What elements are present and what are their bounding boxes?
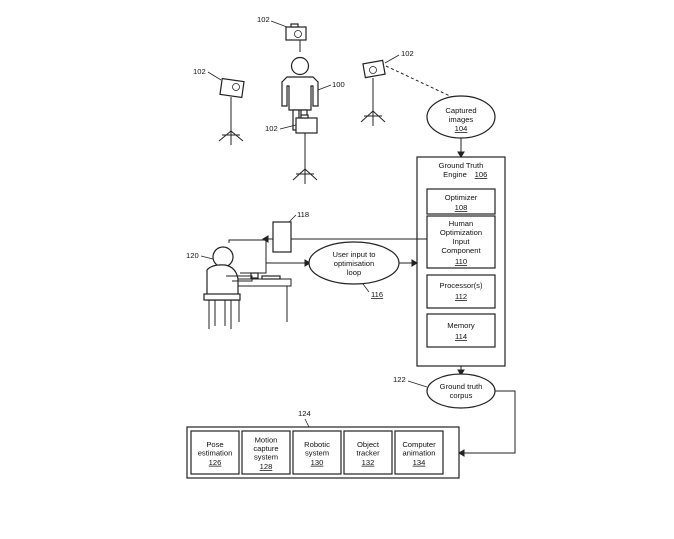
hoc-label-1: Human <box>449 219 473 228</box>
application-label: capture <box>253 444 278 453</box>
camera-right <box>360 59 386 126</box>
processor-label: Processor(s) <box>439 281 483 290</box>
processor-ref: 112 <box>455 292 467 301</box>
camera-top <box>285 23 307 52</box>
memory-label: Memory <box>447 321 475 330</box>
optimizer-box <box>426 188 496 215</box>
application-label: Robotic <box>304 440 330 449</box>
application-label: system <box>305 448 329 457</box>
application-ref: 126 <box>209 458 222 467</box>
engine-title-2: Engine <box>443 170 467 179</box>
camera-left-ref: 102 <box>193 67 206 76</box>
corpus-ref: 122 <box>393 375 406 384</box>
engine-ref: 106 <box>475 170 488 179</box>
application-ref: 128 <box>260 462 273 471</box>
application-box <box>343 430 393 475</box>
hoc-box <box>426 215 496 269</box>
captured-images-label-2: images <box>449 115 474 124</box>
hoc-label-3: Input <box>453 237 471 246</box>
application-label: tracker <box>356 448 380 457</box>
camera-front-ref: 102 <box>265 124 278 133</box>
processor-box <box>426 274 496 309</box>
hoc-ref: 110 <box>455 257 467 266</box>
corpus-label-1: Ground truth <box>440 382 483 391</box>
camera-front <box>292 114 318 184</box>
user-input-node: User input to optimisation loop <box>308 241 400 285</box>
application-box <box>394 430 444 475</box>
user-input-ref: 116 <box>371 290 383 299</box>
capture-link <box>385 65 453 98</box>
subject-ref: 100 <box>332 80 345 89</box>
corpus-node: Ground truth corpus <box>426 373 496 409</box>
application-label: Motion <box>255 436 278 445</box>
application-label: Object <box>357 440 380 449</box>
captured-images-node: Captured images 104 <box>426 95 496 139</box>
memory-ref: 114 <box>455 332 467 341</box>
ground-truth-engine: Ground Truth Engine 106 Optimizer 108 Hu… <box>416 156 506 367</box>
user-input-label-2: optimisation <box>334 259 375 268</box>
application-box <box>190 430 240 475</box>
applications-ref: 124 <box>298 409 311 418</box>
camera-right-ref: 102 <box>401 49 414 58</box>
optimizer-label: Optimizer <box>445 193 478 202</box>
corpus-label-2: corpus <box>450 391 473 400</box>
optimizer-ref: 108 <box>455 203 468 212</box>
application-ref: 132 <box>362 458 375 467</box>
application-label: estimation <box>198 448 233 457</box>
user-input-label-3: loop <box>347 268 361 277</box>
memory-box <box>426 313 496 348</box>
application-box <box>241 430 291 475</box>
display-ref: 118 <box>297 210 309 219</box>
application-label: Pose <box>206 440 223 449</box>
hoc-label-2: Optimization <box>440 228 482 237</box>
application-label: Computer <box>402 440 436 449</box>
application-box <box>292 430 342 475</box>
captured-images-ref: 104 <box>455 124 468 133</box>
captured-images-label-1: Captured <box>445 106 476 115</box>
user-ref: 120 <box>186 251 199 260</box>
application-label: animation <box>403 448 436 457</box>
hoc-label-4: Component <box>441 246 481 255</box>
applications-group: Poseestimation126Motioncapturesystem128R… <box>186 426 460 479</box>
application-ref: 130 <box>311 458 324 467</box>
application-ref: 134 <box>413 458 426 467</box>
engine-title-1: Ground Truth <box>439 161 484 170</box>
camera-top-ref: 102 <box>257 15 270 24</box>
camera-left <box>218 77 245 145</box>
display-device <box>272 221 292 253</box>
application-label: system <box>254 453 278 462</box>
user-workstation <box>203 239 292 329</box>
user-input-label-1: User input to <box>332 250 375 259</box>
